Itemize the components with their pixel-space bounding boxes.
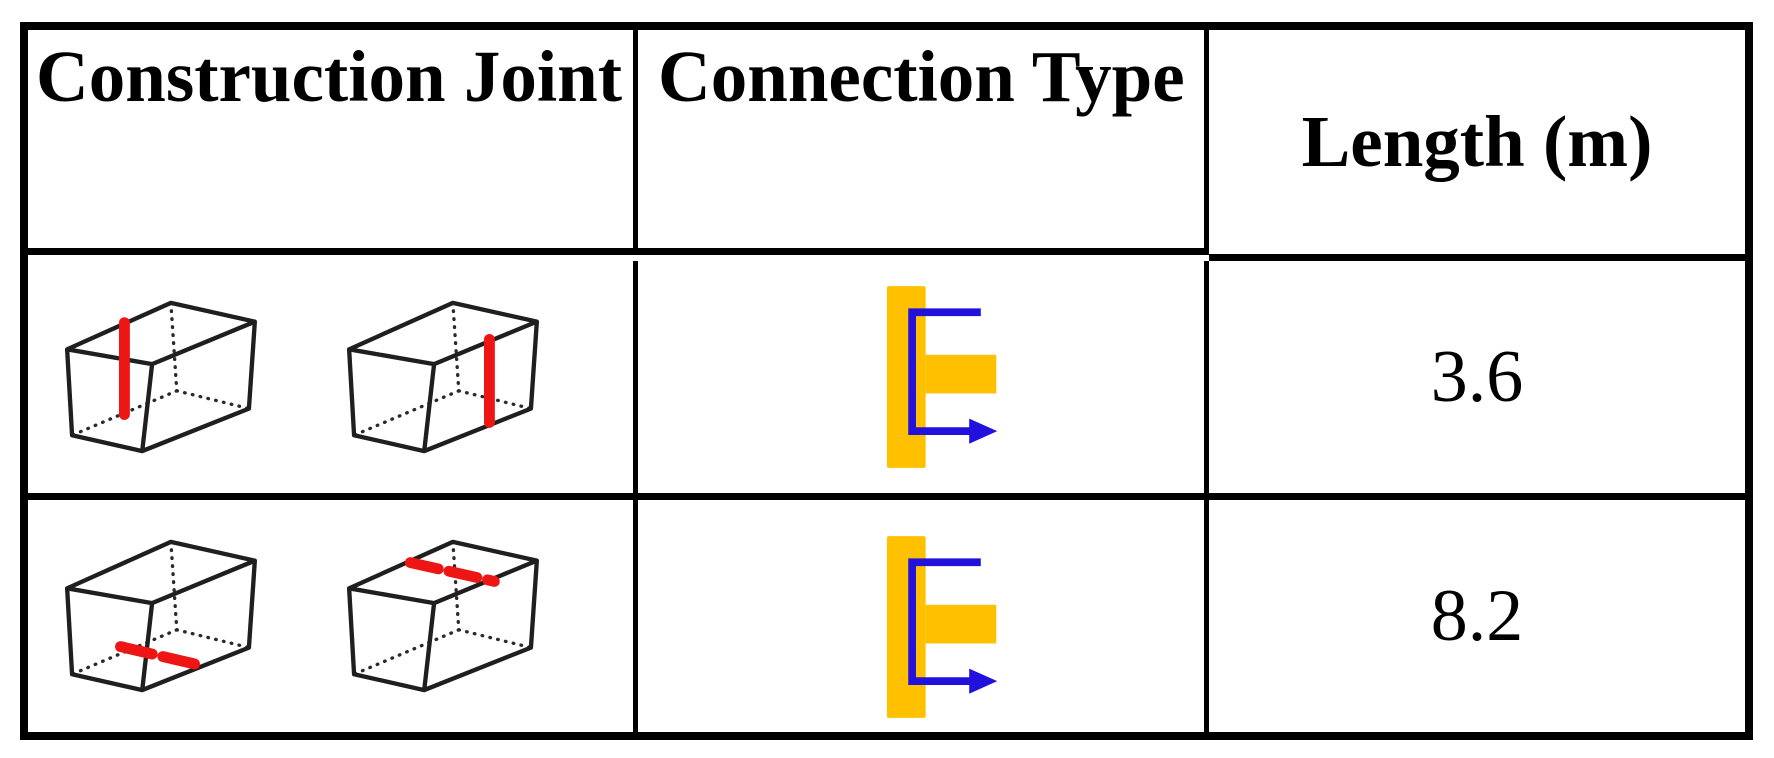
visible-edges (346, 300, 539, 453)
wall-unit-cube-icon (346, 300, 539, 453)
cube-pair (28, 500, 603, 732)
load-path-line (908, 558, 981, 686)
cell-row1-connection-type (638, 261, 1209, 500)
load-path-line (908, 308, 981, 436)
connection-symbol-icon (886, 536, 998, 718)
cell-row2-connection-type (638, 500, 1209, 732)
column-header-connection-type: Connection Type (638, 24, 1209, 255)
visible-edges (346, 539, 539, 692)
wall-unit-cube-icon (64, 300, 257, 453)
hidden-edges (69, 300, 251, 437)
length-value: 3.6 (1430, 335, 1524, 418)
wall-unit-cube-icon (64, 539, 257, 692)
joint-connection-table: Construction Joint Connection Type Lengt… (20, 22, 1753, 740)
load-arrow-icon (969, 668, 998, 694)
column-header-length: Length (m) (1209, 30, 1745, 261)
connector-slot (662, 261, 1204, 493)
hidden-edges (351, 539, 533, 676)
connector-flange-horizontal (925, 354, 997, 394)
hidden-edges (351, 300, 533, 437)
load-arrow-icon (969, 418, 998, 444)
connector-plate-vertical (886, 536, 926, 718)
cell-row1-length: 3.6 (1209, 261, 1745, 500)
visible-edges (64, 300, 257, 453)
column-header-construction-joint: Construction Joint (28, 24, 638, 255)
wall-unit-cube-icon (346, 539, 539, 692)
cell-row1-construction-joint (28, 261, 638, 500)
cell-row2-length: 8.2 (1209, 500, 1745, 732)
cube-slot (59, 532, 261, 701)
visible-edges (64, 539, 257, 692)
construction-joint-marker (404, 556, 500, 587)
cube-pair (28, 261, 603, 493)
cube-slot (59, 293, 261, 462)
connector-flange-horizontal (925, 604, 997, 644)
connector-slot (662, 511, 1204, 732)
connection-symbol-icon (886, 286, 998, 468)
cube-slot (341, 532, 543, 701)
cube-slot (341, 293, 543, 462)
cell-row2-construction-joint (28, 500, 638, 732)
connector-plate-vertical (886, 286, 926, 468)
construction-joint-marker (114, 640, 206, 671)
length-value: 8.2 (1430, 574, 1524, 657)
